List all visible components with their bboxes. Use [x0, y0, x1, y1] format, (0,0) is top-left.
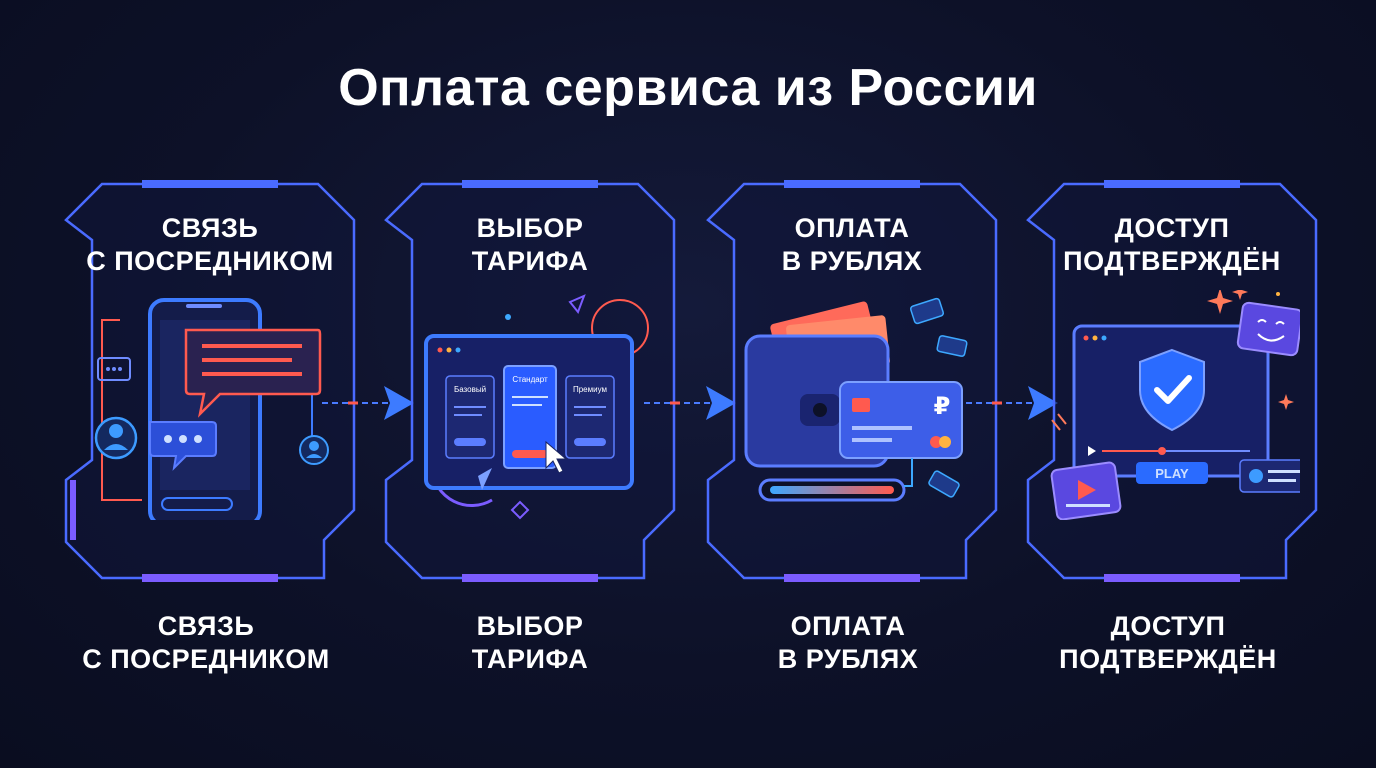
shield-check-icon: [1139, 348, 1205, 432]
video-progress: [1088, 446, 1250, 456]
flow-arrow-icon: [322, 386, 414, 420]
plan-card-basic: Базовый: [445, 375, 495, 459]
plan-card-standard: Стандарт: [503, 365, 557, 469]
svg-text:Базовый: Базовый: [454, 385, 486, 394]
access-illustration: PLAY: [1050, 290, 1300, 520]
step-heading: ДОСТУП ПОДТВЕРЖДЁН: [1063, 213, 1281, 276]
ruble-coin-icon: [909, 297, 968, 498]
svg-text:Стандарт: Стандарт: [512, 375, 548, 384]
video-thumbnail-icon: [1050, 461, 1122, 520]
step-card-contact: СВЯЗЬ С ПОСРЕДНИКОМ: [62, 180, 358, 582]
step-card-plan: ВЫБОР ТАРИФА Базовый Стандарт: [382, 180, 678, 582]
plan-selection-illustration: Базовый Стандарт Премиум: [424, 294, 649, 520]
smiley-badge-icon: [1236, 301, 1300, 357]
cursor-icon: [545, 440, 568, 474]
sparkle-icon: [1207, 290, 1294, 410]
step-heading: ВЫБОР ТАРИФА: [471, 213, 589, 276]
step-caption: ДОСТУП ПОДТВЕРЖДЁН: [1059, 611, 1277, 674]
decor-marks: [1051, 292, 1280, 431]
svg-text:₽: ₽: [934, 393, 951, 420]
chat-bubble-red-icon: [184, 328, 322, 418]
svg-text:Премиум: Премиум: [573, 385, 607, 394]
user-avatar-icon: [94, 416, 138, 460]
messenger-illustration: [94, 298, 329, 520]
play-button[interactable]: PLAY: [1136, 462, 1208, 484]
page-title: Оплата сервиса из России: [338, 59, 1038, 117]
message-small-icon: [97, 357, 131, 381]
svg-text:PLAY: PLAY: [1155, 466, 1189, 481]
chat-message-icon: [1239, 459, 1300, 493]
step-card-payment: ОПЛАТА В РУБЛЯХ ₽: [704, 180, 1000, 582]
step-heading: ОПЛАТА В РУБЛЯХ: [781, 213, 923, 276]
step-caption: СВЯЗЬ С ПОСРЕДНИКОМ: [82, 611, 330, 674]
step-heading: СВЯЗЬ С ПОСРЕДНИКОМ: [86, 213, 334, 276]
payment-illustration: ₽: [744, 297, 968, 502]
step-caption: ОПЛАТА В РУБЛЯХ: [777, 611, 919, 674]
step-caption: ВЫБОР ТАРИФА: [471, 611, 589, 674]
progress-bar: [758, 478, 906, 502]
flow-arrow-icon: [644, 386, 736, 420]
flow-arrow-icon: [966, 386, 1058, 420]
step-card-access: ДОСТУП ПОДТВЕРЖДЁН PLAY: [1024, 180, 1320, 582]
plan-card-premium: Премиум: [565, 375, 615, 459]
bank-card-icon: ₽: [839, 381, 963, 459]
chat-bubble-blue-icon: [149, 421, 217, 471]
intermediary-avatar-icon: [299, 435, 329, 465]
